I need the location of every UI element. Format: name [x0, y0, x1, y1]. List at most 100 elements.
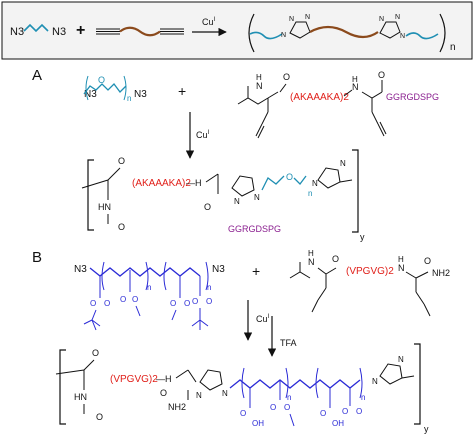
top-catalyst: CuI: [202, 17, 216, 27]
peptide-dialkyne-b: H N O (VPGVG)2 H N O NH2: [289, 249, 450, 317]
svg-text:N: N: [400, 33, 405, 40]
section-b-label: B: [32, 249, 42, 266]
svg-text:N: N: [289, 16, 294, 23]
monomer-a-rgd: GGRGDSPG: [386, 92, 439, 102]
top-right-paren: [439, 13, 446, 53]
top-repeat-index: n: [450, 42, 456, 53]
svg-text:O: O: [104, 299, 110, 308]
product-b-nh2: NH2: [168, 402, 186, 412]
section-b-plus: +: [252, 263, 260, 279]
svg-text:O: O: [284, 403, 290, 412]
svg-text:y: y: [360, 232, 365, 242]
top-triazole-right: [379, 21, 401, 39]
top-diazide: N3 N3: [10, 23, 66, 38]
svg-text:N: N: [352, 82, 359, 92]
svg-text:O: O: [118, 222, 125, 232]
monomer-b-peptide: (VPGVG)2: [346, 266, 394, 277]
svg-text:N: N: [196, 391, 202, 400]
top-diazide-linker: [23, 23, 49, 33]
svg-text:N: N: [379, 16, 384, 23]
svg-text:O: O: [240, 409, 246, 418]
svg-text:O: O: [332, 254, 339, 264]
svg-text:n: n: [361, 393, 365, 402]
section-a-catalyst: CuI: [196, 130, 210, 140]
svg-text:N: N: [254, 193, 260, 202]
svg-text:n: n: [287, 393, 291, 402]
top-dialkyne: [96, 26, 184, 37]
svg-text:N: N: [372, 377, 378, 386]
svg-text:N: N: [222, 389, 228, 398]
section-b-catalyst: CuI: [256, 314, 270, 324]
svg-text:O: O: [192, 297, 198, 306]
peg-diazide: N3 O n N3: [83, 75, 147, 103]
top-panel-box: [1, 1, 473, 60]
product-a-peptide: (AKAAAKA)2: [132, 178, 191, 189]
svg-text:O: O: [356, 407, 362, 416]
svg-text:O: O: [342, 407, 348, 416]
svg-text:O: O: [286, 172, 293, 182]
svg-text:O: O: [184, 299, 190, 308]
svg-text:y: y: [424, 424, 429, 434]
svg-text:O: O: [204, 202, 211, 212]
section-a: A N3 O n N3 + H N O (AKAAAKA)2: [32, 67, 439, 242]
peptide-dialkyne-a: H N O (AKAAAKA)2 H N O GGRGDSPG: [237, 70, 439, 139]
svg-text:N3: N3: [84, 89, 97, 100]
svg-text:H: H: [308, 249, 314, 258]
svg-text:n: n: [207, 283, 211, 292]
product-b: O HN O (VPGVG)2 —H NH2 O N N n n: [55, 343, 429, 434]
svg-text:O: O: [92, 348, 99, 358]
monomer-b-amide: NH2: [432, 268, 450, 278]
svg-text:O: O: [320, 409, 326, 418]
svg-text:N: N: [312, 179, 318, 188]
top-azide-right: N3: [52, 26, 66, 38]
svg-text:N: N: [234, 197, 240, 206]
product-b-peptide: (VPGVG)2: [110, 374, 158, 385]
svg-text:O: O: [283, 72, 290, 82]
svg-text:HN: HN: [98, 202, 111, 212]
svg-text:N3: N3: [212, 264, 225, 275]
svg-text:N: N: [398, 263, 405, 273]
svg-text:O: O: [270, 403, 276, 412]
svg-text:O: O: [132, 295, 138, 304]
svg-text:H: H: [256, 73, 262, 82]
monomer-a-peptide: (AKAAAKA)2: [290, 92, 349, 103]
svg-text:H: H: [398, 255, 404, 264]
svg-text:—H: —H: [156, 374, 172, 384]
svg-text:N: N: [308, 257, 315, 267]
svg-text:N: N: [256, 81, 263, 91]
svg-text:—H: —H: [186, 178, 202, 188]
svg-text:O: O: [170, 299, 176, 308]
product-b-oh-1: OH: [252, 419, 264, 428]
svg-text:HN: HN: [74, 392, 87, 402]
top-product-linker: [309, 25, 379, 39]
svg-text:N3: N3: [74, 264, 87, 275]
polymer-diazide: N3 n n N3 O O O O O O O O: [74, 261, 225, 331]
svg-text:H: H: [352, 75, 358, 84]
product-a: O HN O (AKAAAKA)2 —H O GGRGDSPG N N O n …: [81, 149, 365, 242]
svg-text:n: n: [147, 283, 151, 292]
top-plus: +: [76, 22, 85, 39]
section-a-label: A: [32, 67, 42, 84]
top-dialkyne-linker: [119, 26, 161, 37]
svg-text:N: N: [398, 355, 404, 364]
svg-text:O: O: [206, 297, 212, 306]
svg-text:n: n: [308, 189, 312, 198]
top-azide-left: N3: [10, 26, 24, 38]
section-a-plus: +: [178, 83, 186, 99]
svg-text:N: N: [340, 159, 346, 168]
section-b-deprotect: TFA: [280, 338, 297, 348]
svg-text:O: O: [96, 412, 103, 422]
top-panel: N3 N3 + CuI N N N: [1, 1, 473, 60]
top-triazole-left: [289, 21, 311, 39]
svg-text:O: O: [98, 75, 105, 85]
svg-text:N: N: [305, 14, 310, 21]
svg-text:O: O: [424, 256, 431, 266]
svg-text:N3: N3: [134, 89, 147, 100]
svg-text:O: O: [90, 299, 96, 308]
product-b-oh-2: OH: [332, 419, 344, 428]
section-b: B N3 n n N3 O O O O O O O: [32, 249, 450, 434]
svg-text:O: O: [118, 156, 125, 166]
top-left-paren: [248, 13, 255, 53]
svg-text:N: N: [395, 14, 400, 21]
svg-text:O: O: [160, 388, 167, 398]
